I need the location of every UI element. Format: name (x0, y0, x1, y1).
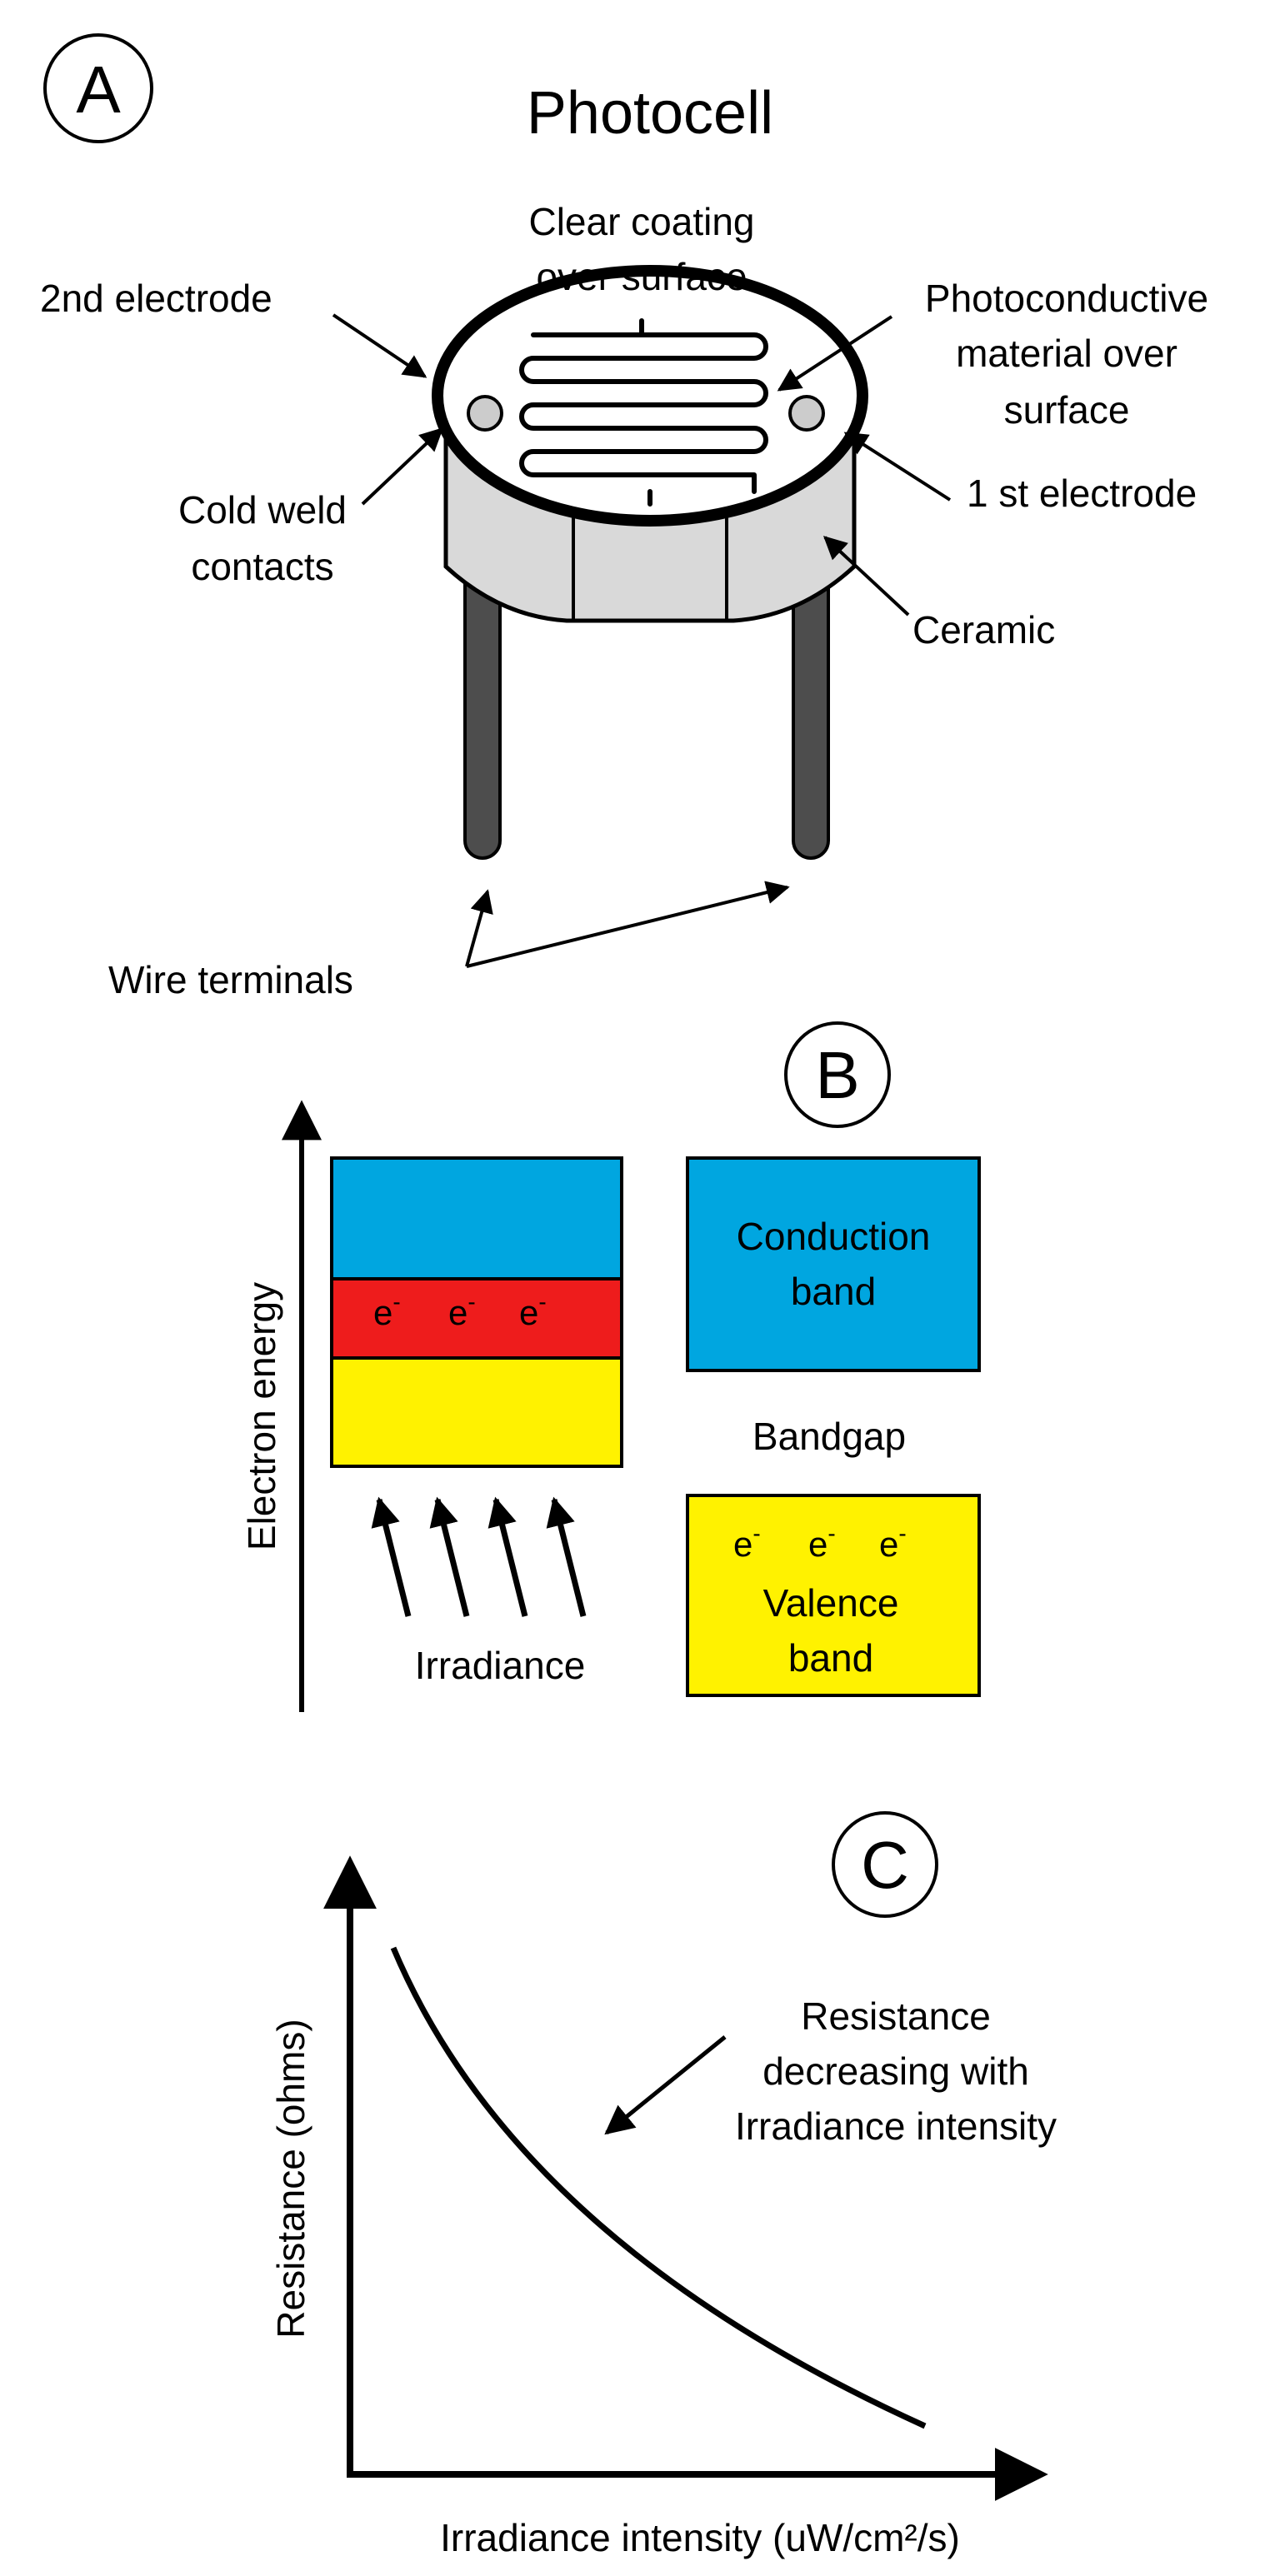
photocell-top-face (432, 265, 868, 527)
panel-c-badge (832, 1811, 938, 1918)
electron-2: e- (448, 1289, 476, 1332)
label-photoconductive-1: Photoconductive (925, 277, 1208, 320)
conduction-band-label-2: band (791, 1270, 876, 1313)
right-wire-terminal (792, 565, 830, 860)
excited-conduction-band (330, 1156, 623, 1281)
irradiance-intensity-axis-label: Irradiance intensity (uW/cm²/s) (440, 2516, 960, 2559)
panel-a: A Photocell Clear coating over surface 2… (40, 33, 1208, 1001)
left-contact (467, 395, 503, 432)
annotation-line-2: decreasing with (762, 2049, 1029, 2093)
arrow-wire-terminal-left (465, 889, 493, 967)
label-photoconductive-3: surface (1004, 388, 1130, 432)
label-clear-coating-1: Clear coating (528, 200, 754, 243)
wire-terminals (463, 565, 830, 860)
electron-energy-label: Electron energy (240, 1282, 283, 1550)
label-cold-weld-2: contacts (191, 545, 333, 588)
panel-a-title: Photocell (527, 80, 773, 147)
label-cold-weld-1: Cold weld (178, 488, 347, 532)
panel-b-badge (784, 1021, 891, 1128)
arrow-first-electrode (843, 432, 952, 502)
excited-electron-band (330, 1277, 623, 1360)
panel-c: C Resistance (ohms) Irradiance intensity… (269, 1811, 1057, 2559)
conduction-band (686, 1156, 981, 1372)
right-contact (788, 395, 825, 432)
label-second-electrode: 2nd electrode (40, 277, 272, 320)
label-clear-coating-2: over surface (536, 255, 747, 298)
valence-band (686, 1494, 981, 1697)
panel-b-letter: B (815, 1038, 859, 1112)
valence-band-label-2: band (788, 1636, 873, 1680)
valence-electron-1: e- (733, 1520, 761, 1564)
arrow-wire-terminal-right (466, 881, 790, 968)
serpentine-trace (519, 318, 768, 507)
annotation-line-3: Irradiance intensity (735, 2104, 1057, 2148)
arrow-cold-weld (361, 427, 444, 506)
bandgap-label: Bandgap (752, 1415, 906, 1458)
irradiance-arrows (371, 1496, 587, 1617)
annotation-arrow (604, 2035, 727, 2135)
resistance-axis-label: Resistance (ohms) (269, 2019, 312, 2338)
excited-band-stack: e- e- e- (330, 1156, 623, 1468)
panel-a-letter: A (76, 52, 121, 127)
excited-valence-band (330, 1356, 623, 1468)
valence-electron-2: e- (808, 1520, 836, 1564)
electron-1: e- (373, 1289, 401, 1332)
irradiance-label: Irradiance (415, 1644, 586, 1687)
resistance-curve (390, 1946, 927, 2429)
arrow-ceramic (822, 536, 910, 617)
panel-c-letter: C (861, 1828, 909, 1902)
valence-electron-3: e- (879, 1520, 907, 1564)
panel-a-badge (43, 33, 153, 143)
valence-band-label-1: Valence (763, 1581, 899, 1625)
electron-3: e- (519, 1289, 547, 1332)
annotation-line-1: Resistance (801, 1994, 991, 2038)
label-ceramic: Ceramic (912, 608, 1055, 651)
label-first-electrode: 1 st electrode (967, 472, 1197, 515)
arrow-photoconductive (777, 315, 893, 392)
panel-b: B Electron energy e- e- e- Irradiance Co… (240, 1021, 981, 1712)
left-wire-terminal (463, 565, 502, 860)
label-photoconductive-2: material over (956, 332, 1178, 375)
arrow-second-electrode (332, 313, 428, 378)
label-wire-terminals: Wire terminals (108, 958, 353, 1001)
conduction-band-label-1: Conduction (737, 1215, 931, 1258)
